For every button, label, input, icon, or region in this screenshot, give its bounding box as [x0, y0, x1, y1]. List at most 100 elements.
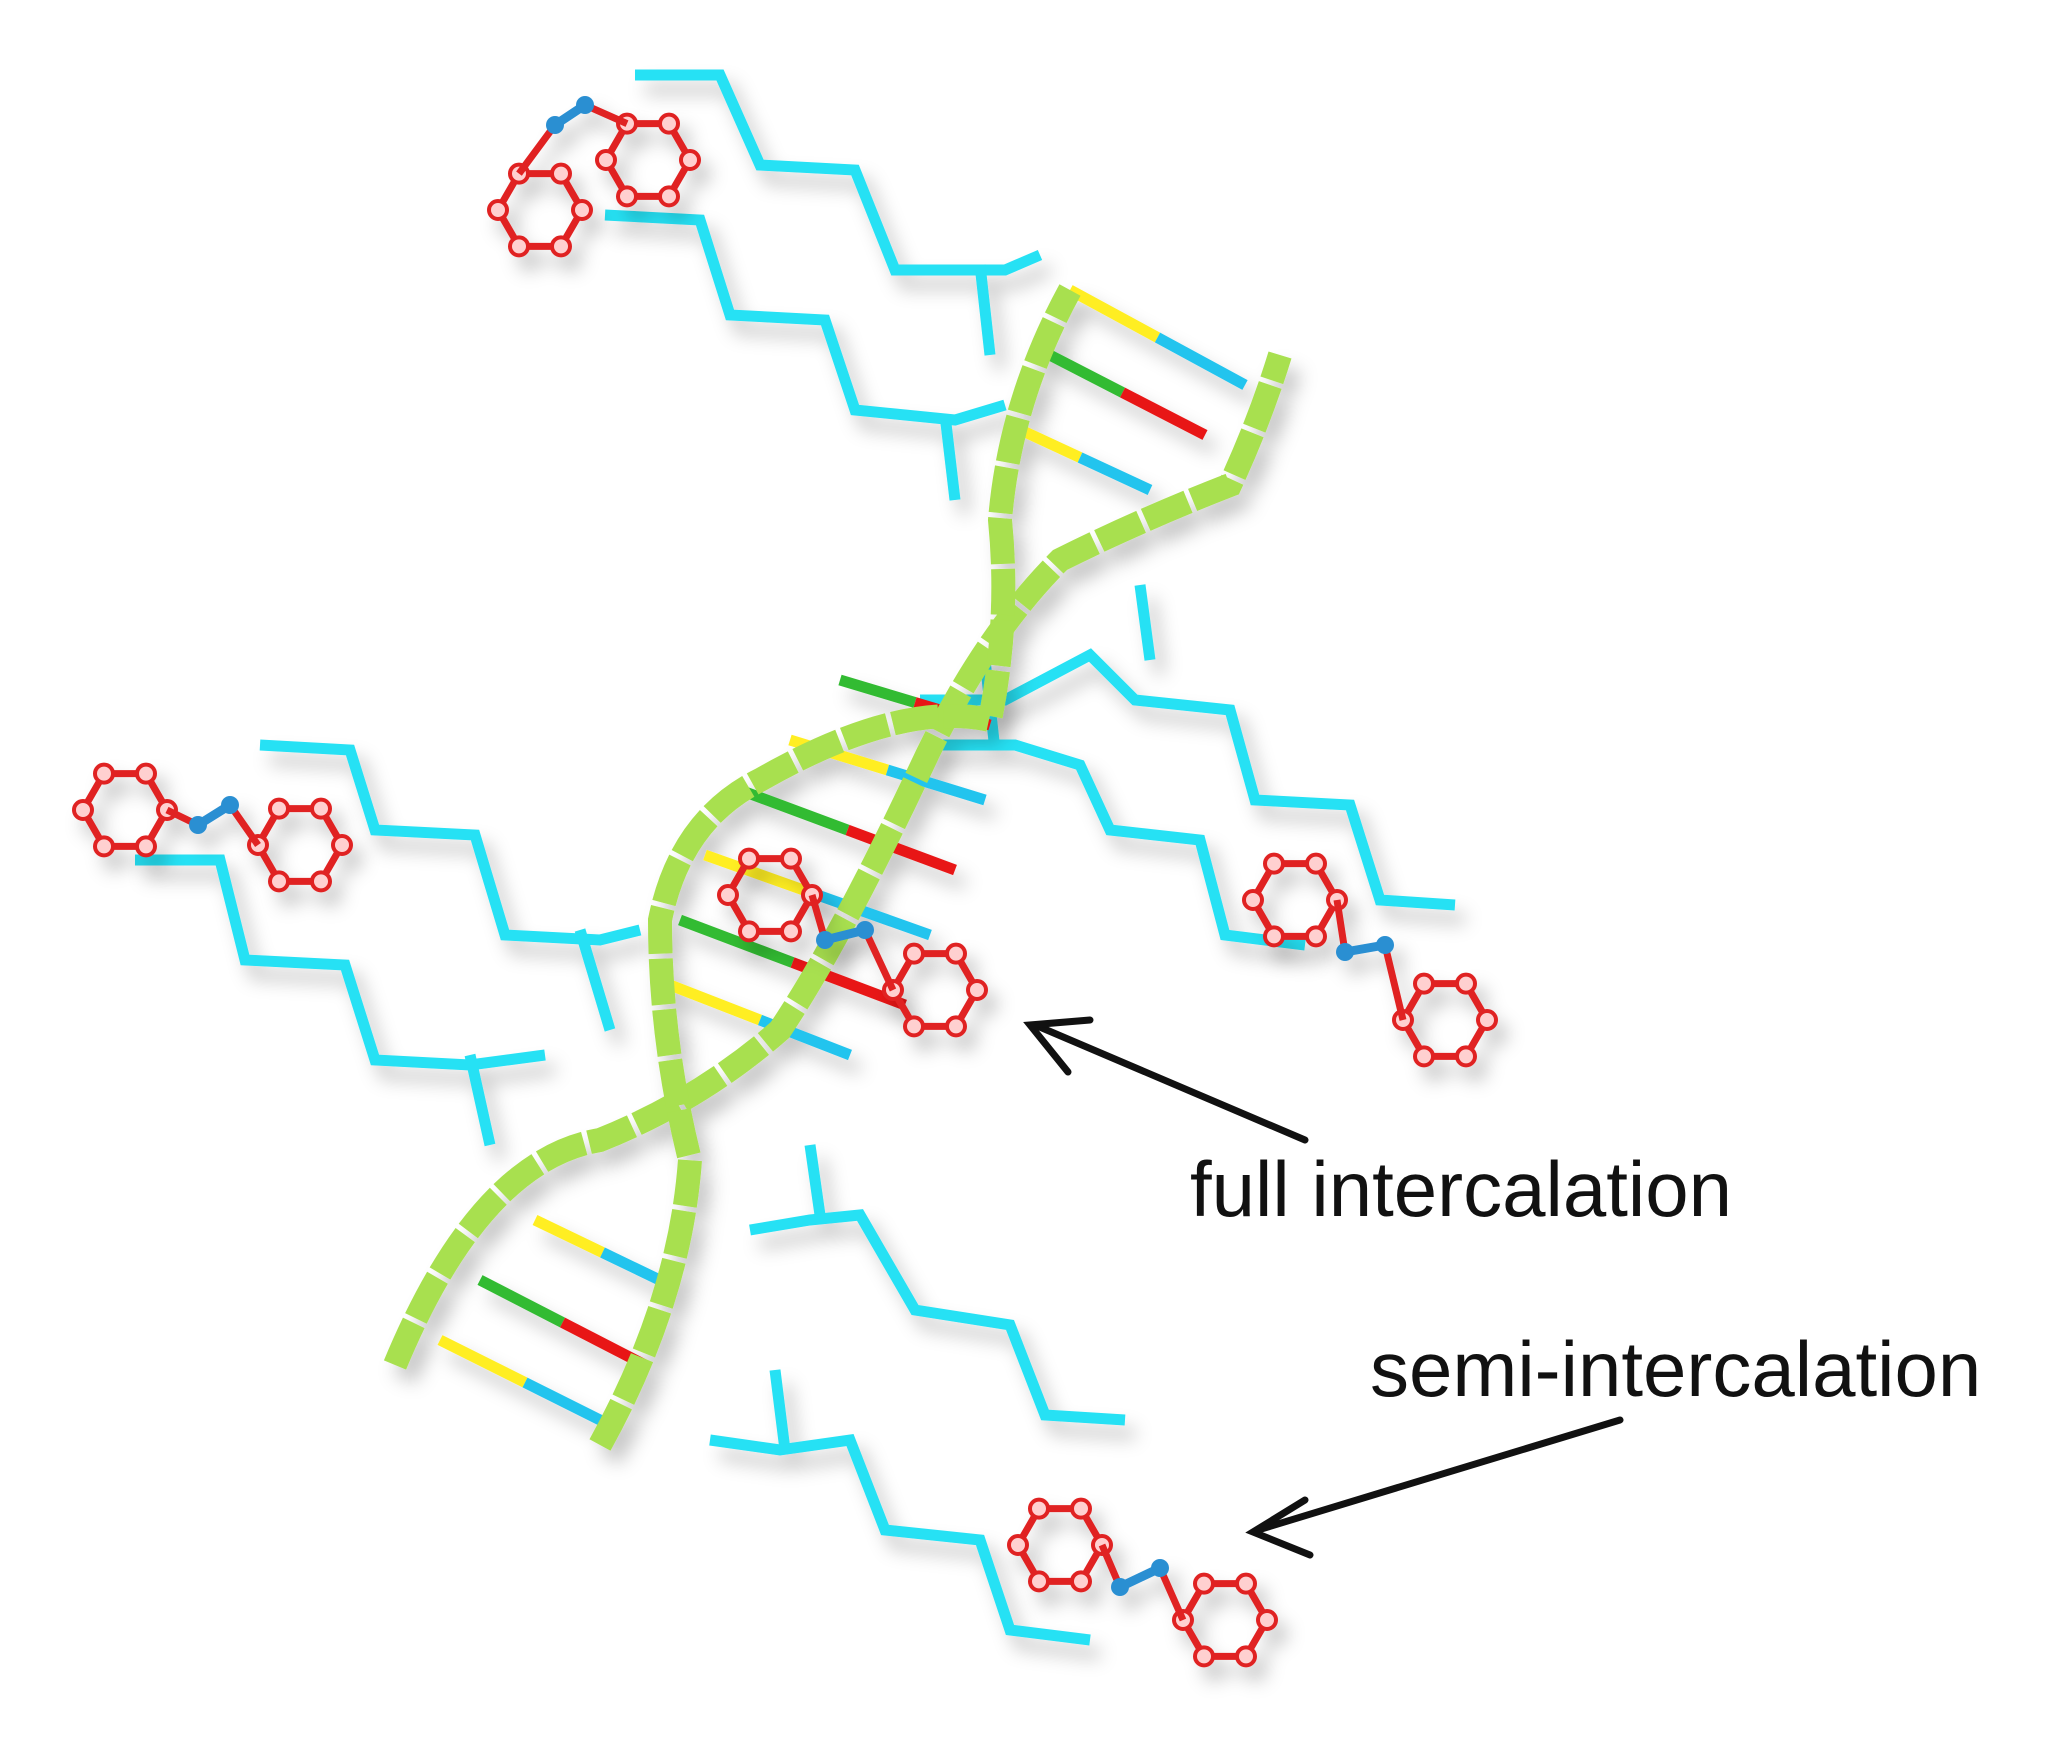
base-half [522, 1377, 613, 1430]
benzene-ring [1013, 1505, 1107, 1585]
base-half [703, 849, 820, 901]
carbon-atom [1028, 1497, 1050, 1520]
base-pair-10 [532, 1215, 673, 1290]
carbon-atom [1235, 1645, 1257, 1668]
dna-backbone-strand-2 [589, 284, 1081, 1451]
benzene-ring [723, 855, 817, 935]
carbon-atom [903, 1015, 925, 1038]
arrow-full-intercalation [1023, 1016, 1309, 1144]
nitrogen-atom [1376, 936, 1394, 954]
carbon-atom [508, 235, 530, 258]
base-pair-7 [703, 849, 932, 941]
azobenzene-right [1242, 852, 1498, 1068]
base-half [1154, 332, 1248, 390]
base-half [838, 674, 917, 708]
alkyl-chain-5 [259, 739, 642, 946]
carbon-atom [780, 847, 802, 870]
base-pair-12 [437, 1335, 613, 1430]
azobenzene-intercalated [717, 847, 988, 1038]
base-pair-1 [1067, 285, 1248, 390]
base-half [1119, 387, 1208, 440]
benzene-ring [1178, 1580, 1272, 1660]
base-half [815, 889, 932, 941]
carbon-atom [1263, 852, 1285, 875]
carbon-atom [268, 797, 290, 820]
carbon-atom [310, 870, 332, 893]
carbon-atom [135, 835, 157, 858]
carbon-atom [1007, 1534, 1029, 1556]
alkyl-chain-11 [925, 739, 1306, 951]
carbon-atom [1193, 1645, 1215, 1668]
alkyl-chain-6 [135, 854, 546, 1071]
base-half [477, 1275, 566, 1328]
carbon-atom [1070, 1570, 1092, 1593]
carbon-atom [571, 199, 593, 221]
base-half [885, 764, 987, 806]
base-pair-3 [1007, 420, 1153, 495]
nitrogen-atom [856, 921, 874, 939]
carbon-atom [717, 884, 739, 906]
azobenzene-bottom [1007, 1497, 1278, 1668]
nitrogen-atom [1336, 943, 1354, 961]
carbon-atom [780, 920, 802, 943]
carbon-atom [616, 185, 638, 208]
base-half [1037, 345, 1126, 398]
alkyl-chain-3 [974, 264, 996, 356]
base-half [678, 914, 795, 968]
nitrogen-atom [546, 116, 564, 134]
base-half [1077, 452, 1153, 495]
alkyl-chain-8 [464, 1053, 496, 1147]
alkyl-chains [135, 69, 1456, 1646]
carbon-atom [658, 112, 680, 135]
alkyl-chain-2 [604, 209, 1007, 426]
nitrogen-atom [1151, 1559, 1169, 1577]
benzene-ring [253, 805, 347, 885]
annotation-arrows [1023, 1016, 1624, 1559]
base-pair-2 [1037, 345, 1208, 440]
alkyl-chain-13 [749, 1209, 1126, 1426]
benzene-ring [601, 120, 695, 200]
carbon-atom [1070, 1497, 1092, 1520]
carbon-atom [135, 762, 157, 785]
nitrogen-atom [221, 796, 239, 814]
carbon-atom [310, 797, 332, 820]
carbon-atom [93, 762, 115, 785]
carbon-atom [966, 979, 988, 1001]
carbon-atom [1028, 1570, 1050, 1593]
benzene-ring [78, 770, 172, 850]
carbon-atom [93, 835, 115, 858]
carbon-atom [1455, 1045, 1477, 1068]
carbon-atom [658, 185, 680, 208]
benzene-ring [493, 170, 587, 250]
dna-backbone-strand-1 [383, 351, 1292, 1370]
alkyl-chain-16 [769, 1369, 791, 1451]
base-half [532, 1215, 605, 1258]
carbon-atom [72, 799, 94, 821]
carbon-atom [945, 942, 967, 965]
carbon-atom [1305, 852, 1327, 875]
carbon-atom [738, 920, 760, 943]
alkyl-chain-4 [939, 414, 961, 501]
carbon-atom [331, 834, 353, 856]
azobenzene-top [487, 96, 701, 258]
base-pairs [437, 285, 1248, 1430]
carbon-atom [1263, 925, 1285, 948]
base-pair-11 [477, 1275, 648, 1370]
carbon-atom [738, 847, 760, 870]
alkyl-chain-15 [709, 1433, 1091, 1646]
base-half [738, 784, 850, 836]
base-half [845, 824, 957, 876]
benzene-ring [1248, 860, 1342, 940]
nitrogen-atom [816, 931, 834, 949]
label-semi-intercalation: semi-intercalation [1370, 1325, 1982, 1413]
azobenzene-left [72, 762, 353, 893]
carbon-atom [1193, 1572, 1215, 1595]
carbon-atom [1256, 1609, 1278, 1631]
alkyl-chain-9 [920, 648, 1456, 911]
carbon-atom [1305, 925, 1327, 948]
carbon-atom [903, 942, 925, 965]
nitrogen-atom [189, 816, 207, 834]
base-half [1067, 285, 1161, 343]
dna-double-helix [383, 284, 1292, 1451]
